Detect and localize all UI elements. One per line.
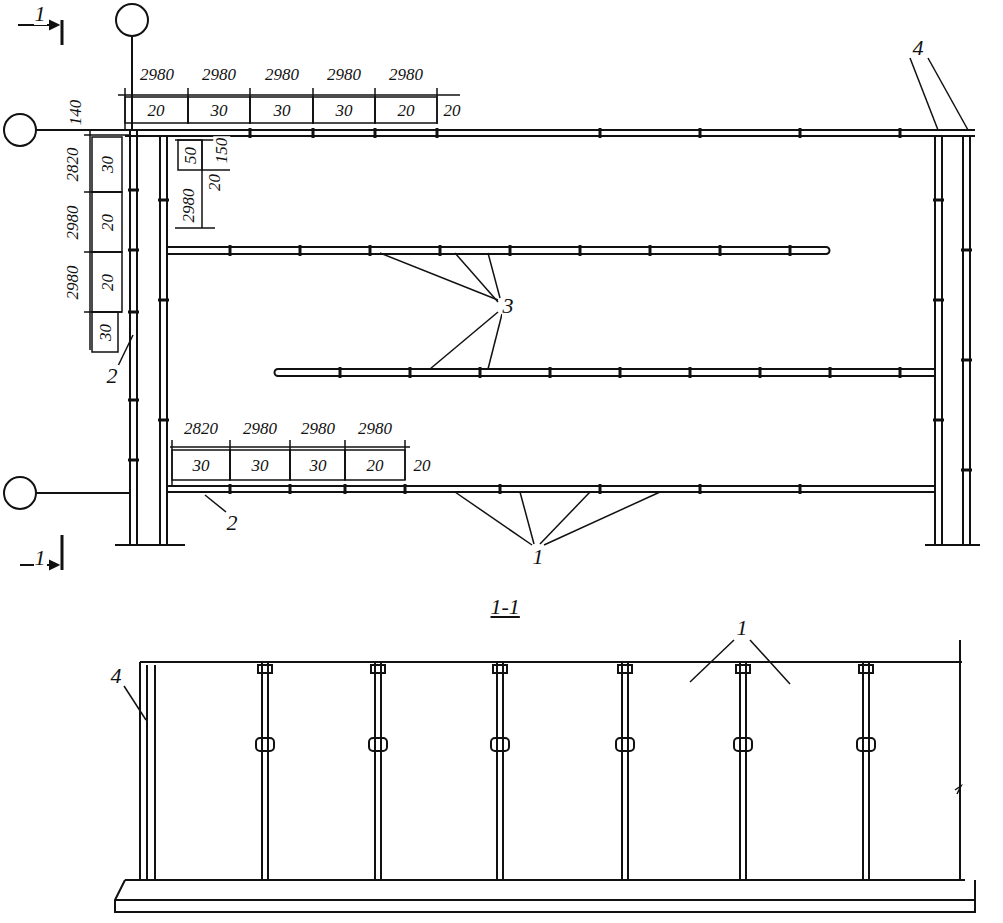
callout-number: 4 [110,665,123,687]
dimension-text: 30 [192,457,211,474]
section-title: 1-1 [490,596,521,618]
dimension-text: 20 [413,457,432,474]
dimension-text: 20 [99,273,116,292]
callout-number: 1 [34,3,47,25]
dimension-text: 2980 [180,187,197,223]
dimension-text: 2980 [139,66,175,83]
dimension-text: 2980 [326,66,362,83]
callout-number: 1 [736,617,749,639]
dimension-text: 2980 [242,420,278,437]
dimension-text: 150 [213,136,230,164]
dimension-text: 50 [182,146,199,165]
dimension-text: 2980 [64,264,81,300]
dimension-text: 20 [443,102,462,119]
callout-number: 1 [34,547,47,569]
callout-number: 1 [532,546,545,568]
dimension-text: 30 [210,102,229,119]
dimension-text: 30 [251,457,270,474]
dimension-text: 20 [366,457,385,474]
dimension-text: 20 [147,102,166,119]
callout-number: 2 [226,512,239,534]
dimension-text: 2980 [264,66,300,83]
dimension-text: 2980 [300,420,336,437]
dimension-text: 30 [335,102,354,119]
dimension-text: 2820 [183,420,219,437]
dimension-text: 20 [99,213,116,232]
dimension-text: 30 [97,323,114,342]
dimension-text: 30 [99,155,116,174]
dimension-text: 20 [397,102,416,119]
dimension-text: 2980 [201,66,237,83]
dimension-text: 2980 [357,420,393,437]
dimension-text: 2980 [64,204,81,240]
dimension-text: 30 [309,457,328,474]
dimension-text: 2980 [388,66,424,83]
dimension-text: 2820 [64,146,81,182]
dimension-text: 140 [67,98,84,126]
callout-number: 2 [106,365,119,387]
dimension-text: 20 [206,173,223,192]
dimension-text: 30 [273,102,292,119]
callout-number: 4 [912,37,925,59]
callout-number: 3 [502,295,515,317]
